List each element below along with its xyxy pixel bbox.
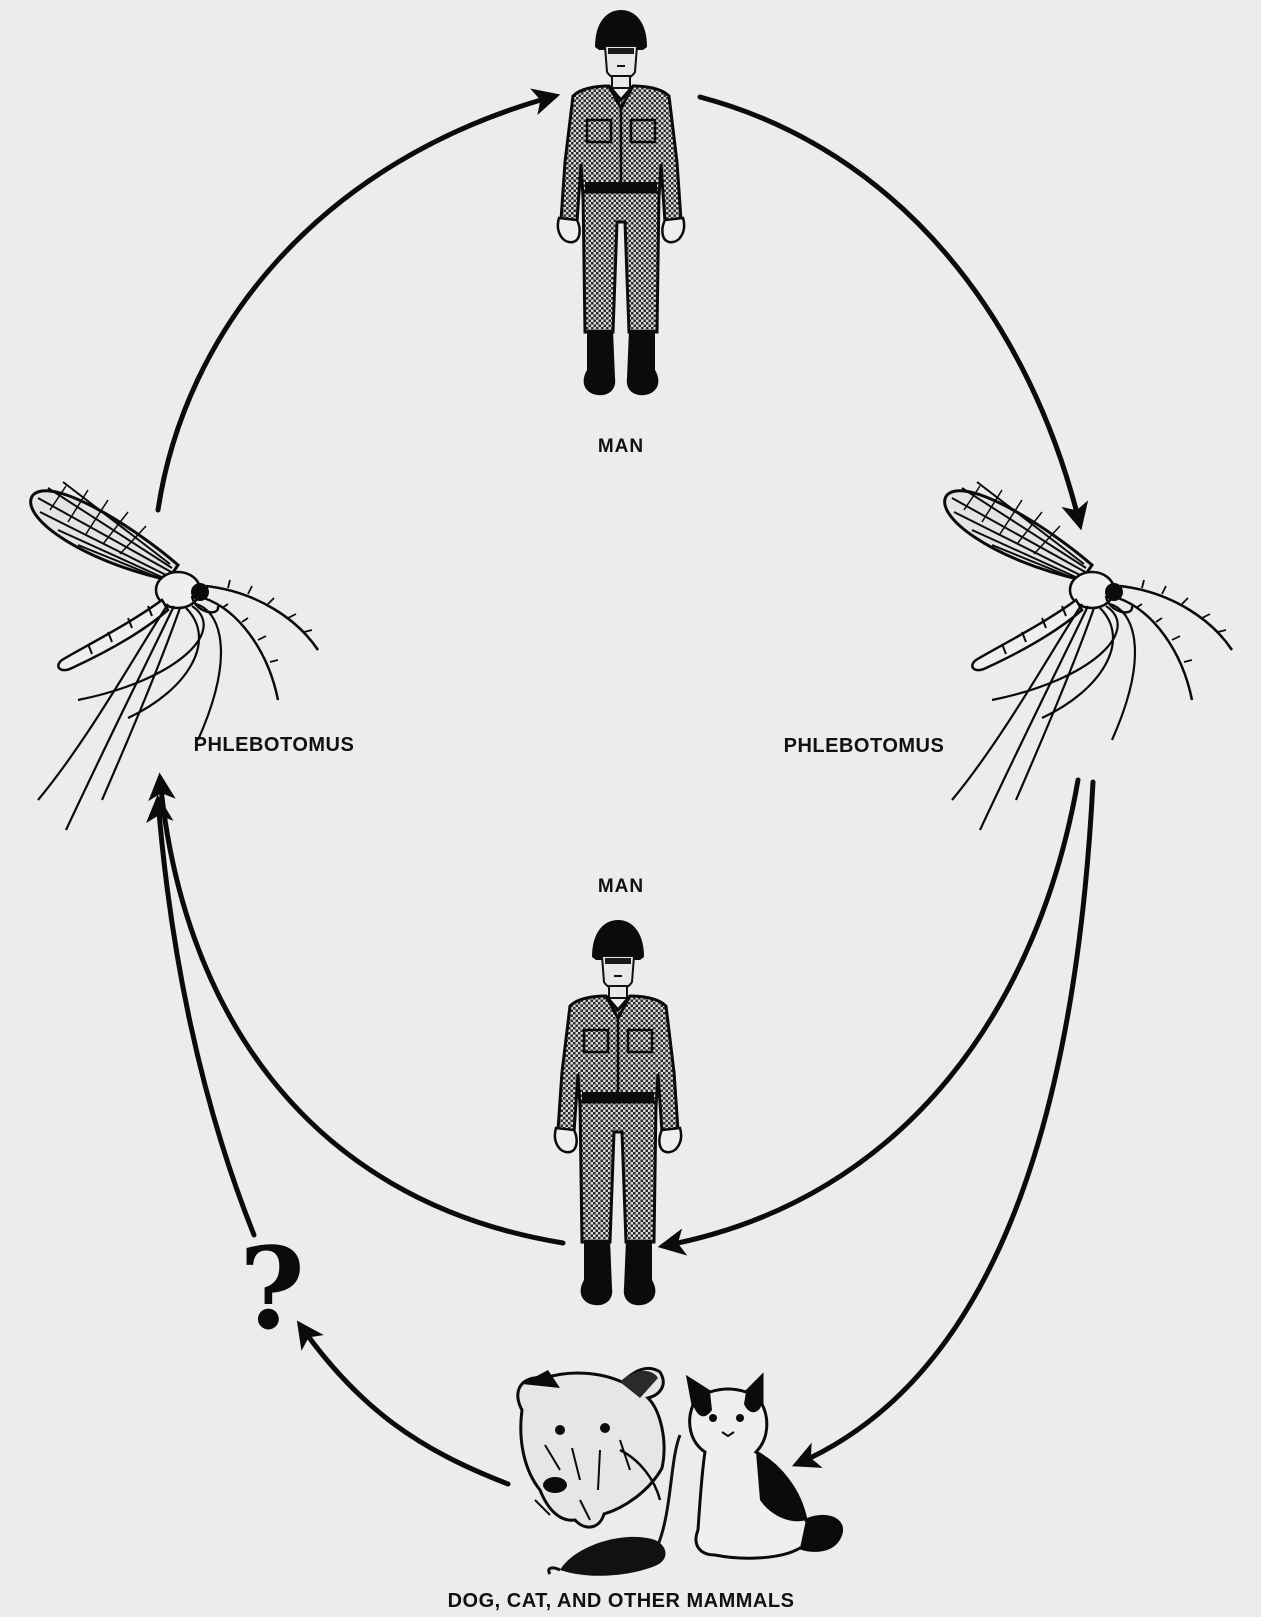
- sandfly-icon: [945, 482, 1232, 830]
- arrow-mammals-to-question: [300, 1325, 508, 1484]
- arrow-phlebotomus-right-to-mammals: [797, 782, 1093, 1464]
- label-man-top: MAN: [598, 436, 644, 457]
- label-phlebotomus-right: PHLEBOTOMUS: [784, 735, 945, 757]
- arrow-man-top-to-phlebotomus-right: [700, 97, 1080, 525]
- soldier-icon: [558, 10, 684, 395]
- arrow-phlebotomus-right-to-man-bottom: [663, 780, 1078, 1246]
- question-mark: ?: [239, 1224, 305, 1355]
- label-man-bottom: MAN: [598, 876, 644, 897]
- dog-cat-rat-icon: [518, 1368, 842, 1575]
- arrow-man-bottom-to-phlebotomus-left: [160, 778, 563, 1243]
- arrow-phlebotomus-left-to-man-top: [158, 96, 555, 510]
- label-mammals: DOG, CAT, AND OTHER MAMMALS: [448, 1590, 795, 1612]
- label-phlebotomus-left: PHLEBOTOMUS: [194, 734, 355, 756]
- sandfly-icon: [31, 482, 318, 830]
